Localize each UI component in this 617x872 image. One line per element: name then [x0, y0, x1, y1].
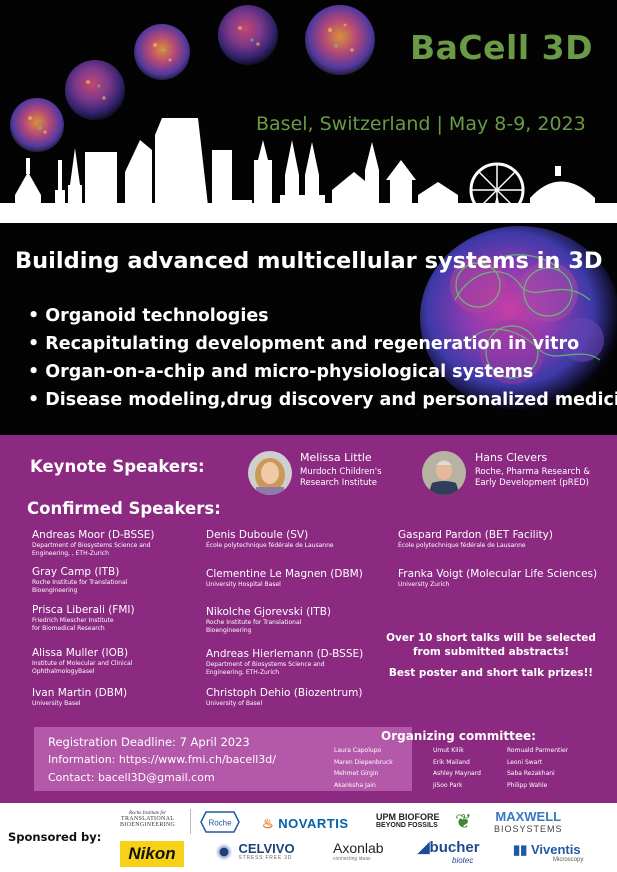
maxwell-biosystems-logo: MAXWELL BIOSYSTEMS [494, 809, 563, 834]
roche-logo: Roche [200, 811, 240, 833]
topic-item: • Recapitulating development and regener… [28, 334, 580, 354]
organoid-spheres [10, 5, 375, 152]
bucher-mark-icon: ◢ [418, 839, 430, 856]
portrait-image [422, 451, 466, 495]
upm-biofore-logo: UPM BIOFORE BEYOND FOSSILS [376, 812, 440, 829]
keynote-affiliation: Roche, Pharma Research & Early Developme… [475, 467, 590, 488]
celvivo-logo: CELVIVO STRESS FREE 3D [214, 842, 295, 862]
speaker-entry: Andreas Hierlemann (D-BSSE) Department o… [206, 648, 364, 676]
topic-item: • Organoid technologies [28, 306, 269, 326]
novartis-logo: ♨ NOVARTIS [262, 816, 349, 831]
hero-artwork [0, 5, 617, 410]
committee-heading: Organizing committee: [381, 729, 536, 743]
speaker-entry: Clementine Le Magnen (DBM) University Ho… [206, 568, 363, 588]
information-link[interactable]: Information: https://www.fmi.ch/bacell3d… [48, 753, 276, 766]
divider [190, 809, 191, 834]
committee-column: Romuald Parmentier Leoni Swart Saba Reza… [507, 747, 569, 789]
topic-item: • Disease modeling,drug discovery and pe… [28, 390, 617, 410]
event-headline: Building advanced multicellular systems … [15, 248, 603, 274]
keynote-name: Melissa Little [300, 451, 372, 464]
bars-icon: ▮▮ [513, 842, 528, 857]
prizes-note: Best poster and short talk prizes!! [388, 667, 594, 679]
short-talks-note: Over 10 short talks will be selected fro… [386, 632, 596, 658]
keynote-heading: Keynote Speakers: [30, 457, 205, 476]
hero-section: BaCell 3D Basel, Switzerland | May 8-9, … [0, 0, 617, 435]
speaker-entry: Christoph Dehio (Biozentrum) University … [206, 687, 363, 707]
committee-column: Laura Capolupo Maren Diepenbruck Mehmet … [334, 747, 393, 789]
committee-column: Umut Kilik Erik Mailand Ashley Maynard J… [433, 747, 481, 789]
keynote-avatar-melissa-little [248, 451, 292, 495]
axonlab-logo: Axonlab connecting ideas [333, 840, 384, 862]
flame-icon: ♨ [262, 816, 275, 831]
event-title: BaCell 3D [410, 28, 593, 67]
speaker-entry: Gaspard Pardon (BET Facility) École poly… [398, 529, 553, 549]
contact-email[interactable]: Contact: bacell3D@gmail.com [48, 771, 215, 784]
keynote-name: Hans Clevers [475, 451, 548, 464]
keynote-avatar-hans-clevers [422, 451, 466, 495]
speaker-entry: Nikolche Gjorevski (ITB) Roche Institute… [206, 606, 331, 634]
speaker-entry: Alissa Muller (IOB) Institute of Molecul… [32, 647, 133, 675]
speaker-entry: Ivan Martin (DBM) University Basel [32, 687, 128, 707]
speaker-entry: Andreas Moor (D-BSSE) Department of Bios… [32, 529, 155, 557]
globe-icon [214, 842, 234, 862]
large-organoid-image [420, 226, 617, 410]
confirmed-heading: Confirmed Speakers: [27, 499, 221, 518]
event-location-date: Basel, Switzerland | May 8-9, 2023 [256, 113, 586, 135]
speaker-entry: Denis Duboule (SV) École polytechnique f… [206, 529, 334, 549]
svg-text:Roche: Roche [208, 819, 232, 828]
topic-list: • Organoid technologies • Recapitulating… [28, 302, 617, 414]
portrait-image [248, 451, 292, 495]
sponsors-section: Sponsored by: Roche Institute for TRANSL… [0, 803, 617, 872]
speaker-entry: Prisca Liberali (FMI) Friedrich Miescher… [32, 604, 135, 632]
basel-skyline [0, 118, 617, 223]
keynote-affiliation: Murdoch Children's Research Institute [300, 467, 382, 488]
viventis-logo: ▮▮ Viventis Microscopy [513, 842, 584, 864]
sponsors-label: Sponsored by: [8, 830, 102, 844]
speakers-section: Keynote Speakers: Melissa Little Murdoch… [0, 435, 617, 803]
nikon-logo: Nikon [120, 841, 184, 867]
speaker-entry: Franka Voigt (Molecular Life Sciences) U… [398, 568, 598, 588]
roche-itb-logo: Roche Institute for TRANSLATIONAL BIOENG… [120, 811, 176, 828]
registration-box: Registration Deadline: 7 April 2023 Info… [34, 727, 412, 791]
speaker-entry: Gray Camp (ITB) Roche Institute for Tran… [32, 566, 128, 594]
bucher-biotec-logo: ◢bucher biotec [418, 839, 480, 866]
topic-item: • Organ-on-a-chip and micro-physiologica… [28, 362, 534, 382]
leaf-icon: ❦ [455, 811, 472, 833]
registration-deadline: Registration Deadline: 7 April 2023 [48, 735, 250, 749]
